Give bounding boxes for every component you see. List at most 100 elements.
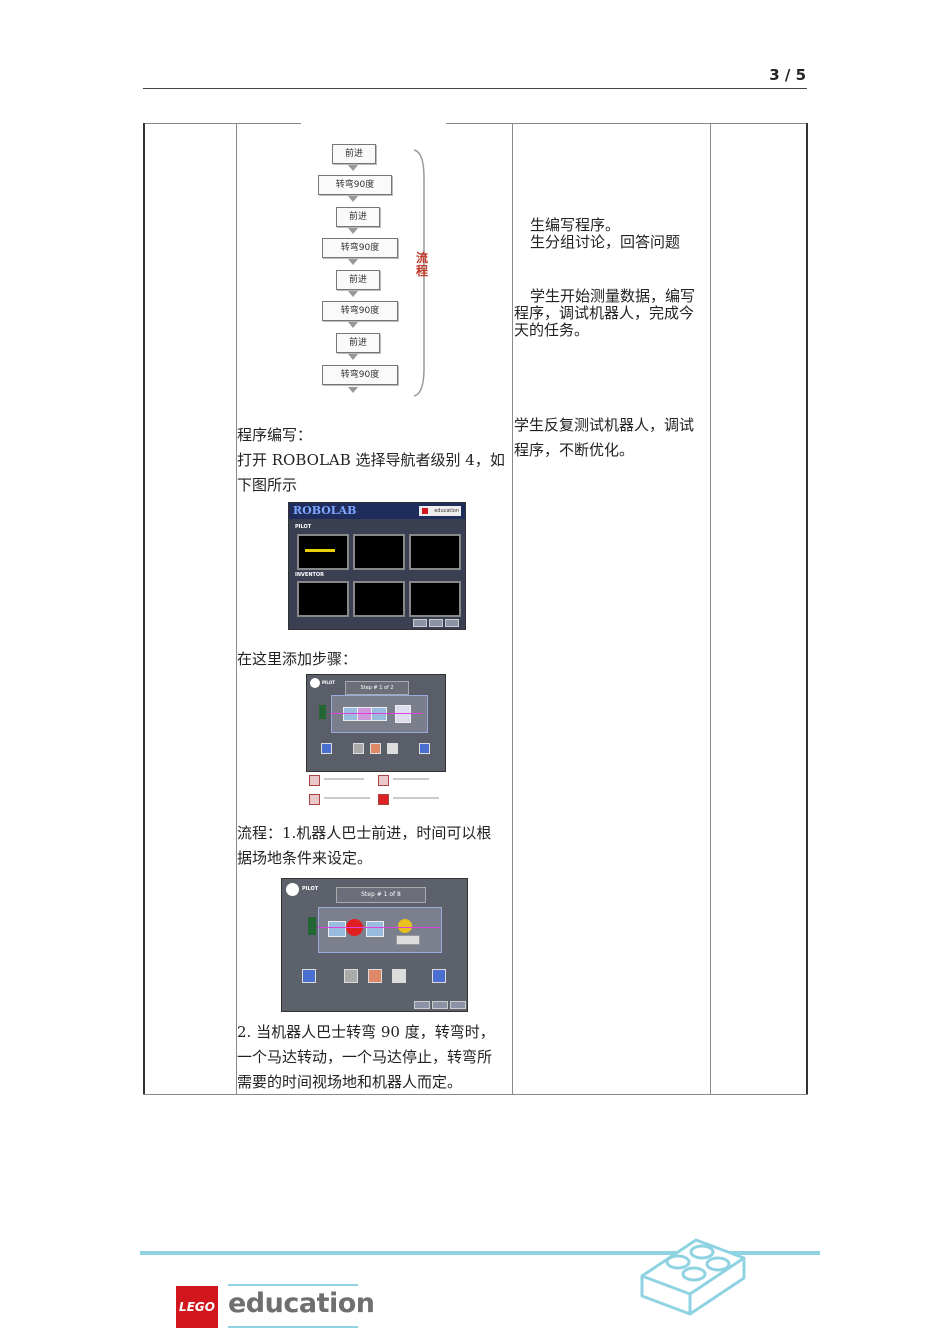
timer-block[interactable] xyxy=(395,705,411,723)
flow-arrow xyxy=(348,354,358,360)
flow-step: 转弯90度 xyxy=(322,365,398,385)
legend-caption xyxy=(324,778,364,780)
add-step-button[interactable] xyxy=(321,743,332,754)
flow-step: 转弯90度 xyxy=(322,238,398,258)
menu-button[interactable] xyxy=(429,619,443,627)
table-column-3 xyxy=(512,123,710,1095)
lego-logo: LEGO xyxy=(176,1286,218,1328)
student-activity: 程序，不断优化。 xyxy=(514,441,635,459)
edit-step-button[interactable] xyxy=(353,743,364,754)
menu-button[interactable] xyxy=(413,619,427,627)
turn-text: 需要的时间视场地和机器人而定。 xyxy=(237,1073,463,1091)
program-text: 下图所示 xyxy=(237,476,298,494)
logo-rule-top xyxy=(228,1284,358,1286)
flowchart: 前进 转弯90度 前进 转弯90度 前进 转弯90度 前进 转弯90度 流程 xyxy=(300,130,440,400)
legend-icon xyxy=(309,794,320,805)
table-top-border xyxy=(446,123,808,124)
logo-rule-bottom xyxy=(228,1326,358,1328)
edit-step-button[interactable] xyxy=(344,969,358,983)
flow-arrow xyxy=(348,165,358,171)
flow-step: 前进 xyxy=(332,144,376,164)
pilot-label: PILOT xyxy=(322,680,335,685)
flow-step: 前进 xyxy=(336,207,380,227)
student-activity: 生分组讨论，回答问题 xyxy=(530,233,681,251)
motor-a-block[interactable] xyxy=(328,921,346,937)
motor-c-block[interactable] xyxy=(371,707,387,721)
pilot-step-screenshot-2: PILOT Step # 1 of 8 xyxy=(281,878,468,1012)
time-value-input[interactable] xyxy=(396,935,420,945)
flow-bracket-label: 流程 xyxy=(416,251,429,278)
add-step-button[interactable] xyxy=(302,969,316,983)
menu-button[interactable] xyxy=(432,1001,448,1009)
motor-c-block[interactable] xyxy=(366,921,384,937)
student-activity: 天的任务。 xyxy=(514,321,590,339)
table-column-2 xyxy=(236,123,512,1095)
flow-arrow xyxy=(348,291,358,297)
menu-button[interactable] xyxy=(445,619,459,627)
header-rule xyxy=(143,88,807,89)
legend-caption xyxy=(324,797,370,799)
selected-level xyxy=(305,549,335,552)
flow-arrow xyxy=(348,322,358,328)
download-button[interactable] xyxy=(419,743,430,754)
flow-bracket xyxy=(413,149,425,397)
pilot-logo-icon xyxy=(310,678,320,688)
step-counter: Step # 1 of 8 xyxy=(336,887,426,903)
legend-caption xyxy=(393,797,439,799)
turn-text: 一个马达转动，一个马达停止，转弯所 xyxy=(237,1048,493,1066)
flow-step: 转弯90度 xyxy=(322,301,398,321)
robolab-title: ROBOLAB xyxy=(293,504,357,517)
legend-icon xyxy=(378,794,389,805)
pilot-panel xyxy=(297,534,349,570)
lego-mini-logo xyxy=(422,508,428,514)
table-column-4 xyxy=(710,123,808,1095)
program-text: 打开 ROBOLAB 选择导航者级别 4，如 xyxy=(237,451,505,469)
pilot-panel xyxy=(353,534,405,570)
menu-button[interactable] xyxy=(414,1001,430,1009)
education-badge: education xyxy=(419,506,461,516)
add-steps-text: 在这里添加步骤： xyxy=(237,650,358,668)
table-column-1 xyxy=(143,123,236,1095)
flow-step: 前进 xyxy=(336,333,380,353)
footer-rule xyxy=(140,1251,820,1255)
page-number: 3 / 5 xyxy=(769,66,806,84)
student-activity: 学生反复测试机器人，调试 xyxy=(514,416,695,434)
pilot-label: PILOT xyxy=(295,524,312,530)
inventor-panel xyxy=(353,581,405,617)
timer-block[interactable] xyxy=(398,919,412,933)
flow-arrow xyxy=(348,196,358,202)
pilot-step-screenshot: PILOT Step # 1 of 2 xyxy=(306,674,446,772)
traffic-light-icon xyxy=(308,917,316,935)
pilot-label: PILOT xyxy=(302,886,319,892)
table-bottom-border xyxy=(143,1094,808,1095)
inventor-label: INVENTOR xyxy=(295,572,325,578)
flow-text: 流程：1.机器人巴士前进，时间可以根 xyxy=(237,824,492,842)
delete-step-button[interactable] xyxy=(370,743,381,754)
lesson-table xyxy=(143,123,808,1095)
turn-text: 2. 当机器人巴士转弯 90 度，转弯时， xyxy=(237,1023,495,1041)
next-step-button[interactable] xyxy=(387,743,398,754)
flow-step: 前进 xyxy=(336,270,380,290)
flow-step: 转弯90度 xyxy=(318,175,392,195)
legend-caption xyxy=(393,778,429,780)
legend-icon xyxy=(309,775,320,786)
flow-text: 据场地条件来设定。 xyxy=(237,849,373,867)
table-top-border xyxy=(143,123,301,124)
lego-brick-icon xyxy=(640,1238,746,1316)
education-wordmark: education xyxy=(228,1288,375,1319)
step-counter: Step # 1 of 2 xyxy=(345,681,409,695)
inventor-panel xyxy=(409,581,461,617)
traffic-light-icon xyxy=(319,705,326,719)
program-wire xyxy=(331,713,423,714)
legend-icon xyxy=(378,775,389,786)
next-step-button[interactable] xyxy=(392,969,406,983)
menu-button[interactable] xyxy=(450,1001,466,1009)
flow-arrow xyxy=(348,387,358,393)
inventor-panel xyxy=(297,581,349,617)
student-activity: 生编写程序。 xyxy=(530,216,621,234)
program-heading: 程序编写： xyxy=(237,426,313,444)
robolab-menu-screenshot: ROBOLAB education PILOT INVENTOR xyxy=(288,502,466,630)
download-button[interactable] xyxy=(432,969,446,983)
flow-arrow xyxy=(348,259,358,265)
delete-step-button[interactable] xyxy=(368,969,382,983)
